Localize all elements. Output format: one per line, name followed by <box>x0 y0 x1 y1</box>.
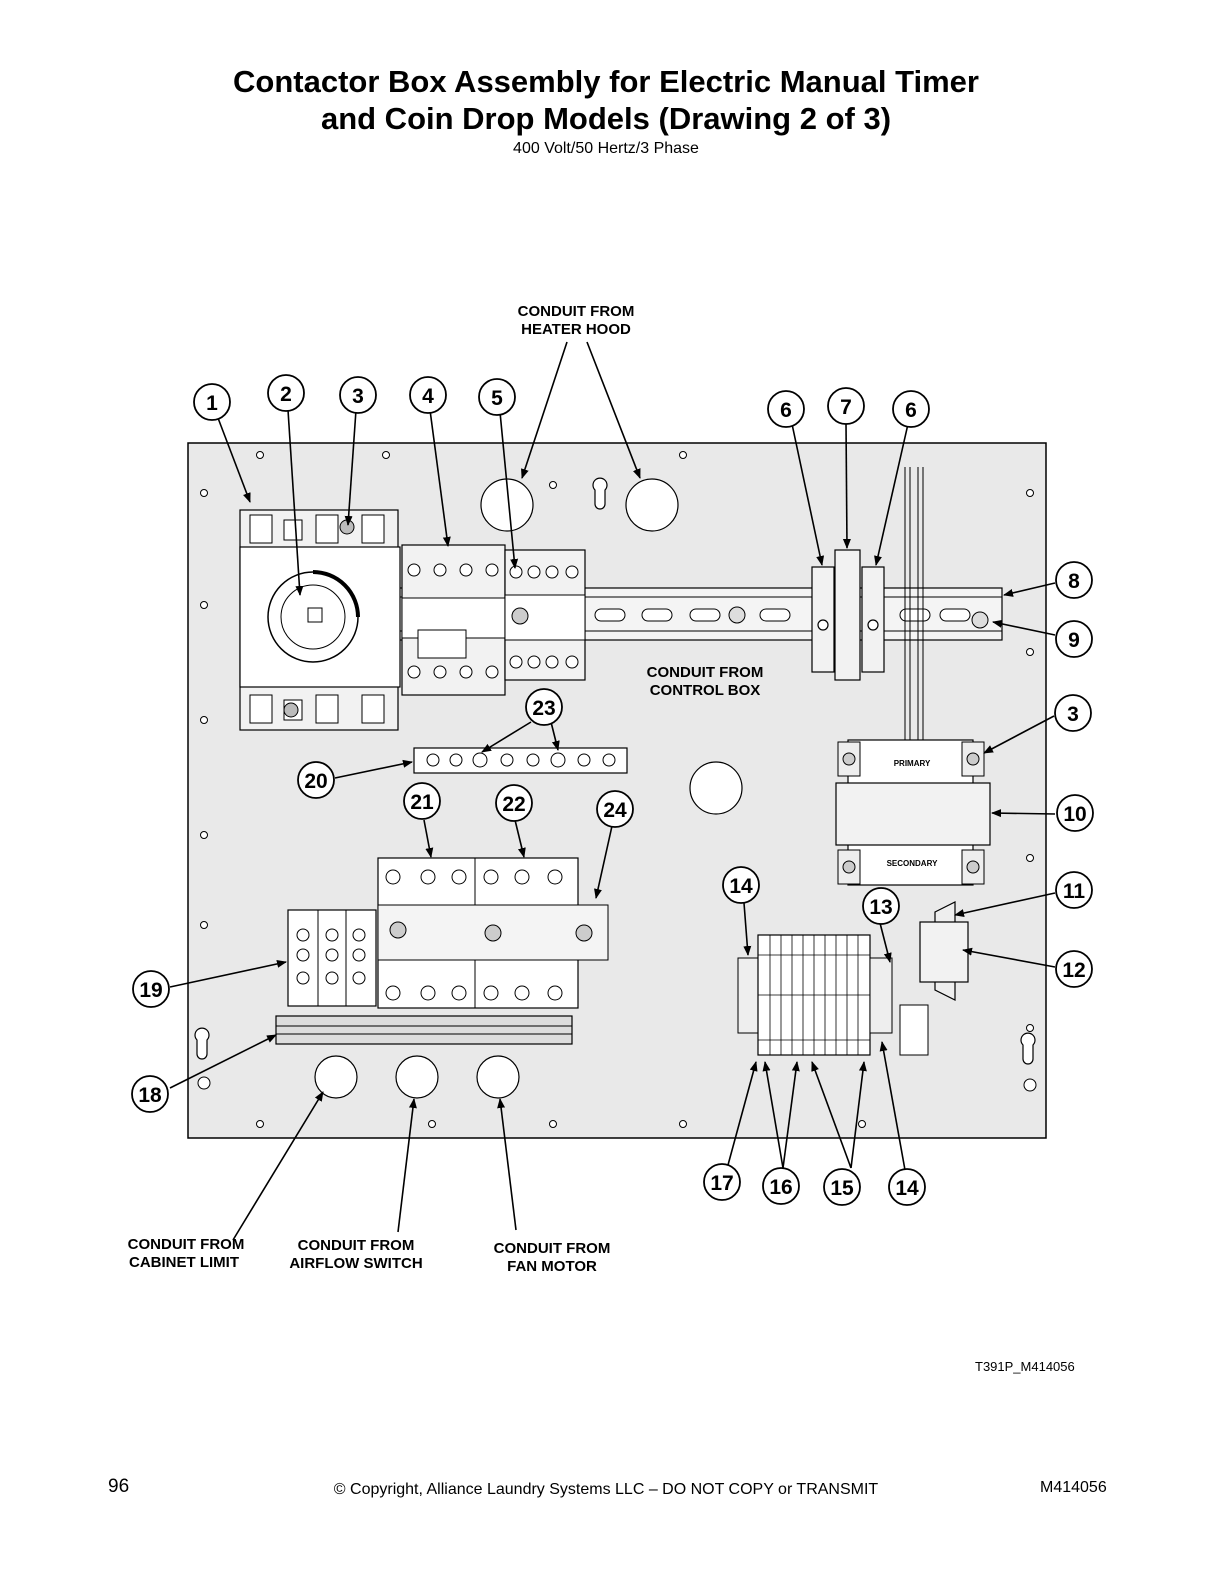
document-number: M414056 <box>1040 1479 1107 1496</box>
figure-id: T391P_M414056 <box>975 1359 1075 1374</box>
callout-numbers: 1 2 3 4 5 6 7 6 8 9 3 10 11 12 13 14 14 … <box>138 383 1086 1200</box>
callout-12: 12 <box>1062 959 1085 982</box>
callout-circles <box>131 374 1094 1206</box>
primary-label: PRIMARY <box>894 759 931 768</box>
callout-24: 24 <box>603 799 627 822</box>
callout-20: 20 <box>304 770 327 793</box>
control-box-label-1: CONDUIT FROM <box>647 664 764 681</box>
callout-18: 18 <box>138 1084 162 1107</box>
wire-duct-18 <box>275 1015 573 1045</box>
callout-2: 2 <box>280 383 292 406</box>
secondary-label: SECONDARY <box>887 859 938 868</box>
callout-22: 22 <box>502 793 525 816</box>
callout-3: 3 <box>352 385 364 408</box>
heater-hood-label-1: CONDUIT FROM <box>518 303 635 320</box>
callout-16: 16 <box>769 1176 792 1199</box>
transformer-wires <box>904 467 924 745</box>
conduit-knockouts <box>314 478 743 1099</box>
contactor-4 <box>401 544 506 696</box>
page-number: 96 <box>108 1476 130 1497</box>
cabinet-limit-label-2: CABINET LIMIT <box>129 1254 239 1271</box>
callout-14a: 14 <box>729 875 753 898</box>
callout-8: 8 <box>1068 570 1080 593</box>
callout-5: 5 <box>491 387 503 410</box>
fan-motor-label-2: FAN MOTOR <box>507 1258 597 1275</box>
callout-14b: 14 <box>895 1177 919 1200</box>
callout-7: 7 <box>840 396 852 419</box>
callout-4: 4 <box>422 385 434 408</box>
callout-10: 10 <box>1063 803 1086 826</box>
heater-hood-label-2: HEATER HOOD <box>521 321 631 338</box>
copyright-notice: © Copyright, Alliance Laundry Systems LL… <box>333 1481 879 1498</box>
control-box-label-2: CONTROL BOX <box>650 682 761 699</box>
conduit-labels: CONDUIT FROM HEATER HOOD CONDUIT FROM CO… <box>128 303 764 1275</box>
callout-21: 21 <box>410 791 434 814</box>
airflow-label-1: CONDUIT FROM <box>298 1237 415 1254</box>
callout-17: 17 <box>710 1172 733 1195</box>
callout-3b: 3 <box>1067 703 1079 726</box>
fuse-block-19 <box>287 909 377 1007</box>
callout-6a: 6 <box>780 399 792 422</box>
callout-11: 11 <box>1063 880 1086 903</box>
ground-bar <box>413 747 628 774</box>
fuse-holders <box>811 549 885 681</box>
disconnect-switch <box>239 509 401 731</box>
keyhole-slots <box>194 477 1036 1065</box>
relay-module <box>919 901 969 1001</box>
callout-9: 9 <box>1068 629 1080 652</box>
callout-23: 23 <box>532 697 555 720</box>
leader-arrows <box>169 341 1056 1241</box>
terminal-block <box>737 934 929 1056</box>
contactor-5 <box>504 549 586 681</box>
plate-holes <box>197 451 1037 1128</box>
page-subtitle: 400 Volt/50 Hertz/3 Phase <box>513 140 699 157</box>
callout-13: 13 <box>869 896 892 919</box>
fan-motor-label-1: CONDUIT FROM <box>494 1240 611 1257</box>
airflow-label-2: AIRFLOW SWITCH <box>289 1255 422 1272</box>
transformer <box>835 739 991 886</box>
page-title-line-1: Contactor Box Assembly for Electric Manu… <box>233 64 979 99</box>
callout-19: 19 <box>139 979 162 1002</box>
callout-1: 1 <box>206 392 218 415</box>
cabinet-limit-label-1: CONDUIT FROM <box>128 1236 245 1253</box>
circuit-breakers <box>377 857 609 1009</box>
callout-15: 15 <box>830 1177 854 1200</box>
page-title-line-2: and Coin Drop Models (Drawing 2 of 3) <box>320 101 892 136</box>
callout-6b: 6 <box>905 399 917 422</box>
